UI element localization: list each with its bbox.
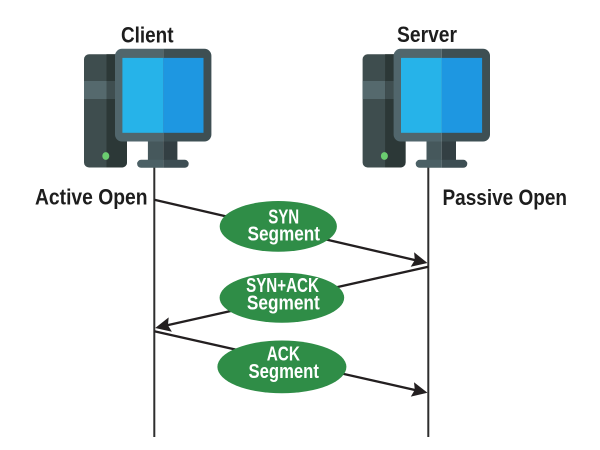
svg-text:SYN: SYN [268,206,299,228]
svg-text:Passive Open: Passive Open [443,185,568,210]
svg-text:Segment: Segment [249,361,320,383]
svg-text:Server: Server [397,22,457,47]
svg-text:Active Open: Active Open [35,184,148,209]
svg-text:SYN+ACK: SYN+ACK [246,275,319,297]
svg-text:Segment: Segment [248,224,321,246]
svg-text:ACK: ACK [267,344,301,366]
svg-text:Client: Client [121,22,174,47]
svg-text:Segment: Segment [247,293,320,315]
